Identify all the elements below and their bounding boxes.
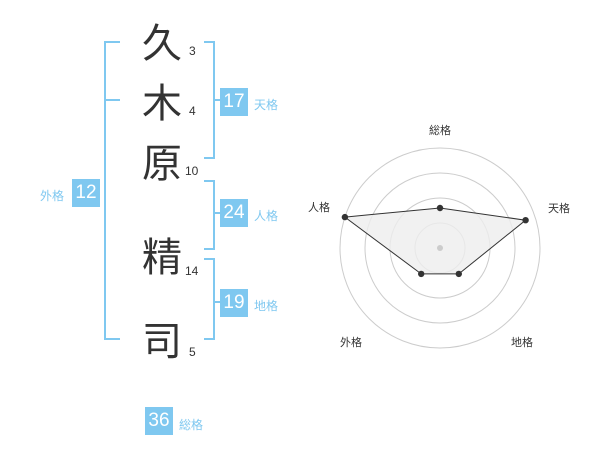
surname-char-1-strokes: 3	[189, 44, 196, 58]
jinkaku-value: 24	[220, 199, 248, 227]
radar-label-chikaku: 地格	[511, 335, 533, 349]
fortune-radar-chart: 総格 天格 地格 外格 人格	[308, 123, 570, 349]
given-char-1-strokes: 14	[185, 264, 199, 278]
tenkaku-bracket-connector	[213, 99, 221, 101]
surname-char-3-strokes: 10	[185, 164, 199, 178]
given-char-2-strokes: 5	[189, 345, 196, 359]
radar-label-tenkaku: 天格	[548, 201, 570, 215]
radar-point-jinkaku	[341, 213, 349, 221]
radar-ring-3	[364, 172, 516, 324]
given-char-2: 司	[142, 319, 182, 365]
jinkaku-bracket-vertical	[213, 180, 215, 250]
gaikaku-bracket-bottom	[104, 338, 120, 340]
radar-label-jinkaku: 人格	[308, 200, 330, 214]
tenkaku-value: 17	[220, 88, 248, 116]
gaikaku-value: 12	[72, 179, 100, 207]
radar-score-polygon	[343, 207, 527, 275]
chikaku-bracket-vertical	[213, 258, 215, 340]
radar-point-gaikaku	[417, 270, 425, 278]
surname-char-2: 木	[142, 81, 182, 127]
radar-center-dot	[437, 245, 443, 251]
soukaku-label: 総格	[179, 418, 204, 432]
chikaku-label: 地格	[254, 299, 279, 313]
surname-char-3: 原	[142, 141, 182, 187]
chikaku-value: 19	[220, 289, 248, 317]
jinkaku-bracket-top	[204, 180, 215, 182]
radar-point-soukaku	[436, 204, 444, 212]
surname-char-2-strokes: 4	[189, 104, 196, 118]
tenkaku-bracket-top	[204, 41, 215, 43]
jinkaku-label: 人格	[254, 209, 279, 223]
chikaku-bracket-bottom	[204, 338, 215, 340]
chikaku-bracket-top	[204, 258, 215, 260]
surname-char-1: 久	[142, 21, 182, 67]
radar-point-tenkaku	[522, 216, 529, 224]
tenkaku-bracket-bottom	[204, 157, 215, 159]
soukaku-value: 36	[145, 407, 173, 435]
jinkaku-bracket-bottom	[204, 248, 215, 250]
gaikaku-bracket-top	[104, 41, 120, 43]
chikaku-bracket-connector	[213, 301, 221, 303]
gaikaku-label: 外格	[40, 189, 65, 203]
gaikaku-bracket-vertical	[104, 41, 106, 340]
gaikaku-bracket-mid	[104, 99, 120, 101]
radar-point-chikaku	[455, 270, 463, 278]
radar-label-soukaku: 総格	[429, 123, 451, 137]
radar-label-gaikaku: 外格	[340, 335, 362, 349]
jinkaku-bracket-connector	[213, 212, 221, 214]
given-char-1: 精	[142, 235, 182, 281]
tenkaku-label: 天格	[254, 98, 279, 112]
radar-ring-4	[339, 147, 541, 349]
